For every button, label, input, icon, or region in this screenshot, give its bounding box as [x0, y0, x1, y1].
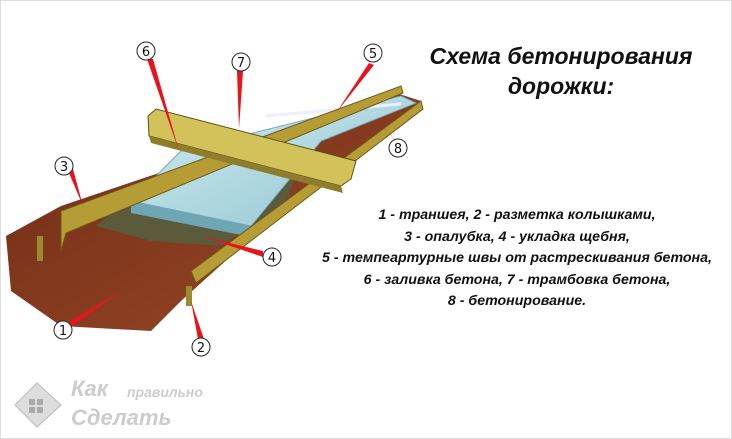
- legend: 1 - траншея, 2 - разметка колышками, 3 -…: [301, 205, 731, 313]
- svg-text:4: 4: [268, 251, 276, 266]
- callout-5: 5: [363, 43, 383, 63]
- svg-text:7: 7: [237, 56, 245, 71]
- tamping-board-front: [149, 136, 343, 193]
- watermark-word: Сделать: [71, 405, 172, 430]
- house-logo-icon: [14, 382, 62, 428]
- watermark-word: правильно: [127, 384, 203, 400]
- svg-text:2: 2: [197, 341, 205, 356]
- callout-4: 4: [262, 247, 282, 267]
- concrete-slab-side: [131, 201, 251, 237]
- callout-7: 7: [231, 52, 251, 72]
- watermark-logo: Как правильно Сделать: [71, 377, 221, 433]
- stake: [37, 236, 43, 261]
- legend-line: 6 - заливка бетона, 7 - трамбовка бетона…: [363, 271, 671, 288]
- legend-line: 5 - темпеартурные швы от растрескивания …: [322, 250, 712, 266]
- title-line-1: Схема бетонирования: [429, 43, 693, 69]
- svg-text:3: 3: [60, 160, 68, 175]
- diagram-title: Схема бетонирования дорожки:: [411, 41, 711, 101]
- legend-line: 8 - бетонирование.: [447, 293, 587, 309]
- title-line-2: дорожки:: [507, 73, 615, 99]
- callout-3: 3: [54, 156, 74, 176]
- leader-lines: [67, 59, 398, 339]
- legend-line: 3 - опалубка, 4 - укладка щебня,: [404, 228, 630, 245]
- callout-8: 8: [388, 138, 408, 158]
- legend-line: 1 - траншея, 2 - разметка колышками,: [378, 207, 656, 223]
- svg-text:5: 5: [369, 47, 377, 62]
- callout-1: 1: [53, 320, 73, 340]
- stake: [186, 286, 192, 306]
- callout-2: 2: [191, 337, 211, 357]
- svg-text:8: 8: [394, 142, 402, 157]
- watermark-word: Как: [71, 376, 108, 401]
- callout-6: 6: [136, 41, 156, 61]
- svg-text:6: 6: [142, 45, 150, 60]
- svg-text:1: 1: [59, 324, 67, 339]
- expansion-joint: [265, 102, 402, 118]
